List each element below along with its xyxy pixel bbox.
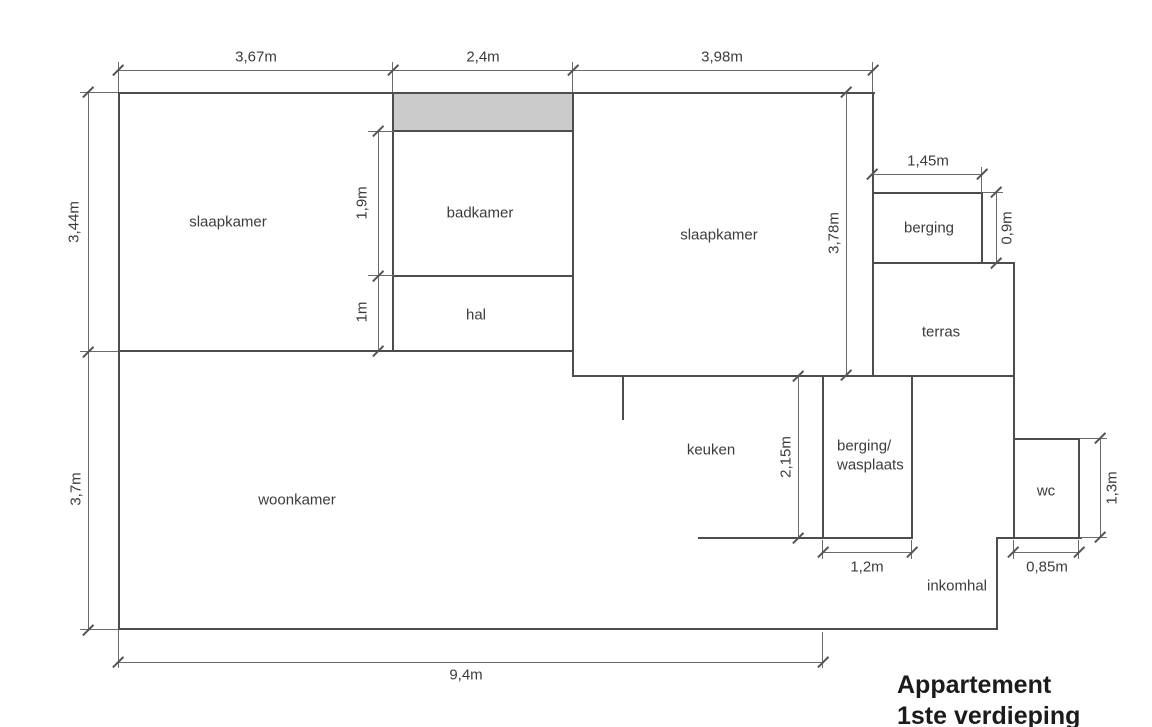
room-label-berging-wasplaats-line2: wasplaats: [837, 456, 904, 474]
dim-label-upper-height: 3,44m: [65, 201, 83, 243]
room-label-slaapkamer-right: slaapkamer: [680, 226, 758, 244]
dim-line-wc-width: [1013, 552, 1080, 553]
dim-label-woonkamer-height: 3,7m: [67, 472, 85, 506]
terras-top-wall: [872, 262, 1015, 264]
dim-line-berging-height: [996, 192, 997, 264]
room-label-berging: berging: [903, 219, 955, 237]
slaapkamer-woonkamer-wall: [118, 350, 574, 352]
dim-label-wc-width: 0,85m: [1026, 558, 1068, 576]
plan-title: Appartement 1ste verdieping: [897, 670, 1080, 727]
outer-left-wall: [118, 92, 120, 630]
room-label-terras: terras: [921, 323, 961, 341]
dim-label-badkamer-width: 2,4m: [466, 48, 500, 66]
extension-line: [981, 167, 982, 193]
shaded-wall-strip: [394, 94, 572, 131]
room-label-berging-wasplaats-line1: berging/: [837, 437, 892, 455]
dim-label-berging-height: 0,9m: [998, 211, 1016, 245]
room-label-keuken: keuken: [686, 441, 736, 459]
dim-label-hal-height: 1m: [353, 301, 371, 323]
inkomhal-step-wall: [996, 537, 998, 630]
dim-line-keuken-height: [798, 376, 799, 538]
berging-top-wall: [872, 192, 983, 194]
outer-top-wall: [118, 92, 875, 94]
extension-line: [118, 630, 119, 668]
room-label-inkomhal: inkomhal: [926, 577, 988, 595]
dim-line-left: [88, 92, 89, 631]
room-label-woonkamer: woonkamer: [258, 491, 336, 509]
room-label-hal: hal: [465, 306, 487, 324]
extension-line: [368, 131, 394, 132]
dim-line-bottom: [118, 662, 824, 663]
dim-line-wasplaats-width: [822, 552, 913, 553]
dim-line-badkamer-hal: [378, 131, 379, 352]
terras-right-wall: [1013, 262, 1015, 539]
room-label-wc: wc: [1036, 482, 1056, 500]
extension-line: [1080, 438, 1107, 439]
dim-line-wc-height: [1100, 438, 1101, 538]
slaapkamer-right-wall: [872, 92, 874, 377]
inkomhal-top-wall: [996, 537, 1082, 539]
berging-right-wall: [981, 192, 983, 264]
extension-line: [80, 629, 118, 630]
dim-label-slaapkamer-right-width: 3,98m: [701, 48, 743, 66]
dim-line-slaapkamer-right-height: [846, 92, 847, 376]
room-label-slaapkamer-left: slaapkamer: [189, 213, 267, 231]
badkamer-top-wall: [392, 130, 574, 132]
extension-line: [822, 632, 823, 668]
extension-line: [80, 351, 118, 352]
wc-top-wall: [1013, 438, 1080, 440]
outer-bottom-wall: [118, 628, 998, 630]
extension-line: [80, 92, 118, 93]
dim-label-keuken-height: 2,15m: [777, 436, 795, 478]
dim-label-slaapkamer-right-height: 3,78m: [825, 212, 843, 254]
dim-line-top: [118, 70, 874, 71]
keuken-bottom-wall: [698, 537, 913, 539]
plan-title-line2: 1ste verdieping: [897, 702, 1081, 727]
extension-line: [1080, 537, 1107, 538]
plan-title-line1: Appartement: [897, 671, 1052, 699]
extension-line: [368, 275, 394, 276]
room-label-badkamer: badkamer: [446, 204, 514, 222]
badkamer-right-wall: [572, 92, 574, 377]
badkamer-hal-divider-wall: [392, 275, 574, 277]
keuken-top-wall: [572, 375, 1015, 377]
dim-line-berging-width: [872, 174, 983, 175]
keuken-door-stub-wall: [622, 375, 624, 420]
dim-label-wc-height: 1,3m: [1103, 471, 1121, 505]
extension-line: [572, 62, 573, 92]
wc-right-wall: [1078, 438, 1080, 539]
dim-label-slaapkamer-left-width: 3,67m: [235, 48, 277, 66]
dim-label-woonkamer-width: 9,4m: [449, 666, 483, 684]
wasplaats-right-wall: [911, 375, 913, 539]
dim-label-badkamer-height: 1,9m: [353, 186, 371, 220]
extension-line: [872, 62, 873, 92]
extension-line: [118, 62, 119, 92]
badkamer-left-wall: [392, 92, 394, 352]
dim-label-berging-width: 1,45m: [907, 152, 949, 170]
wasplaats-left-wall: [822, 375, 824, 539]
dim-label-wasplaats-width: 1,2m: [850, 558, 884, 576]
extension-line: [392, 62, 393, 92]
